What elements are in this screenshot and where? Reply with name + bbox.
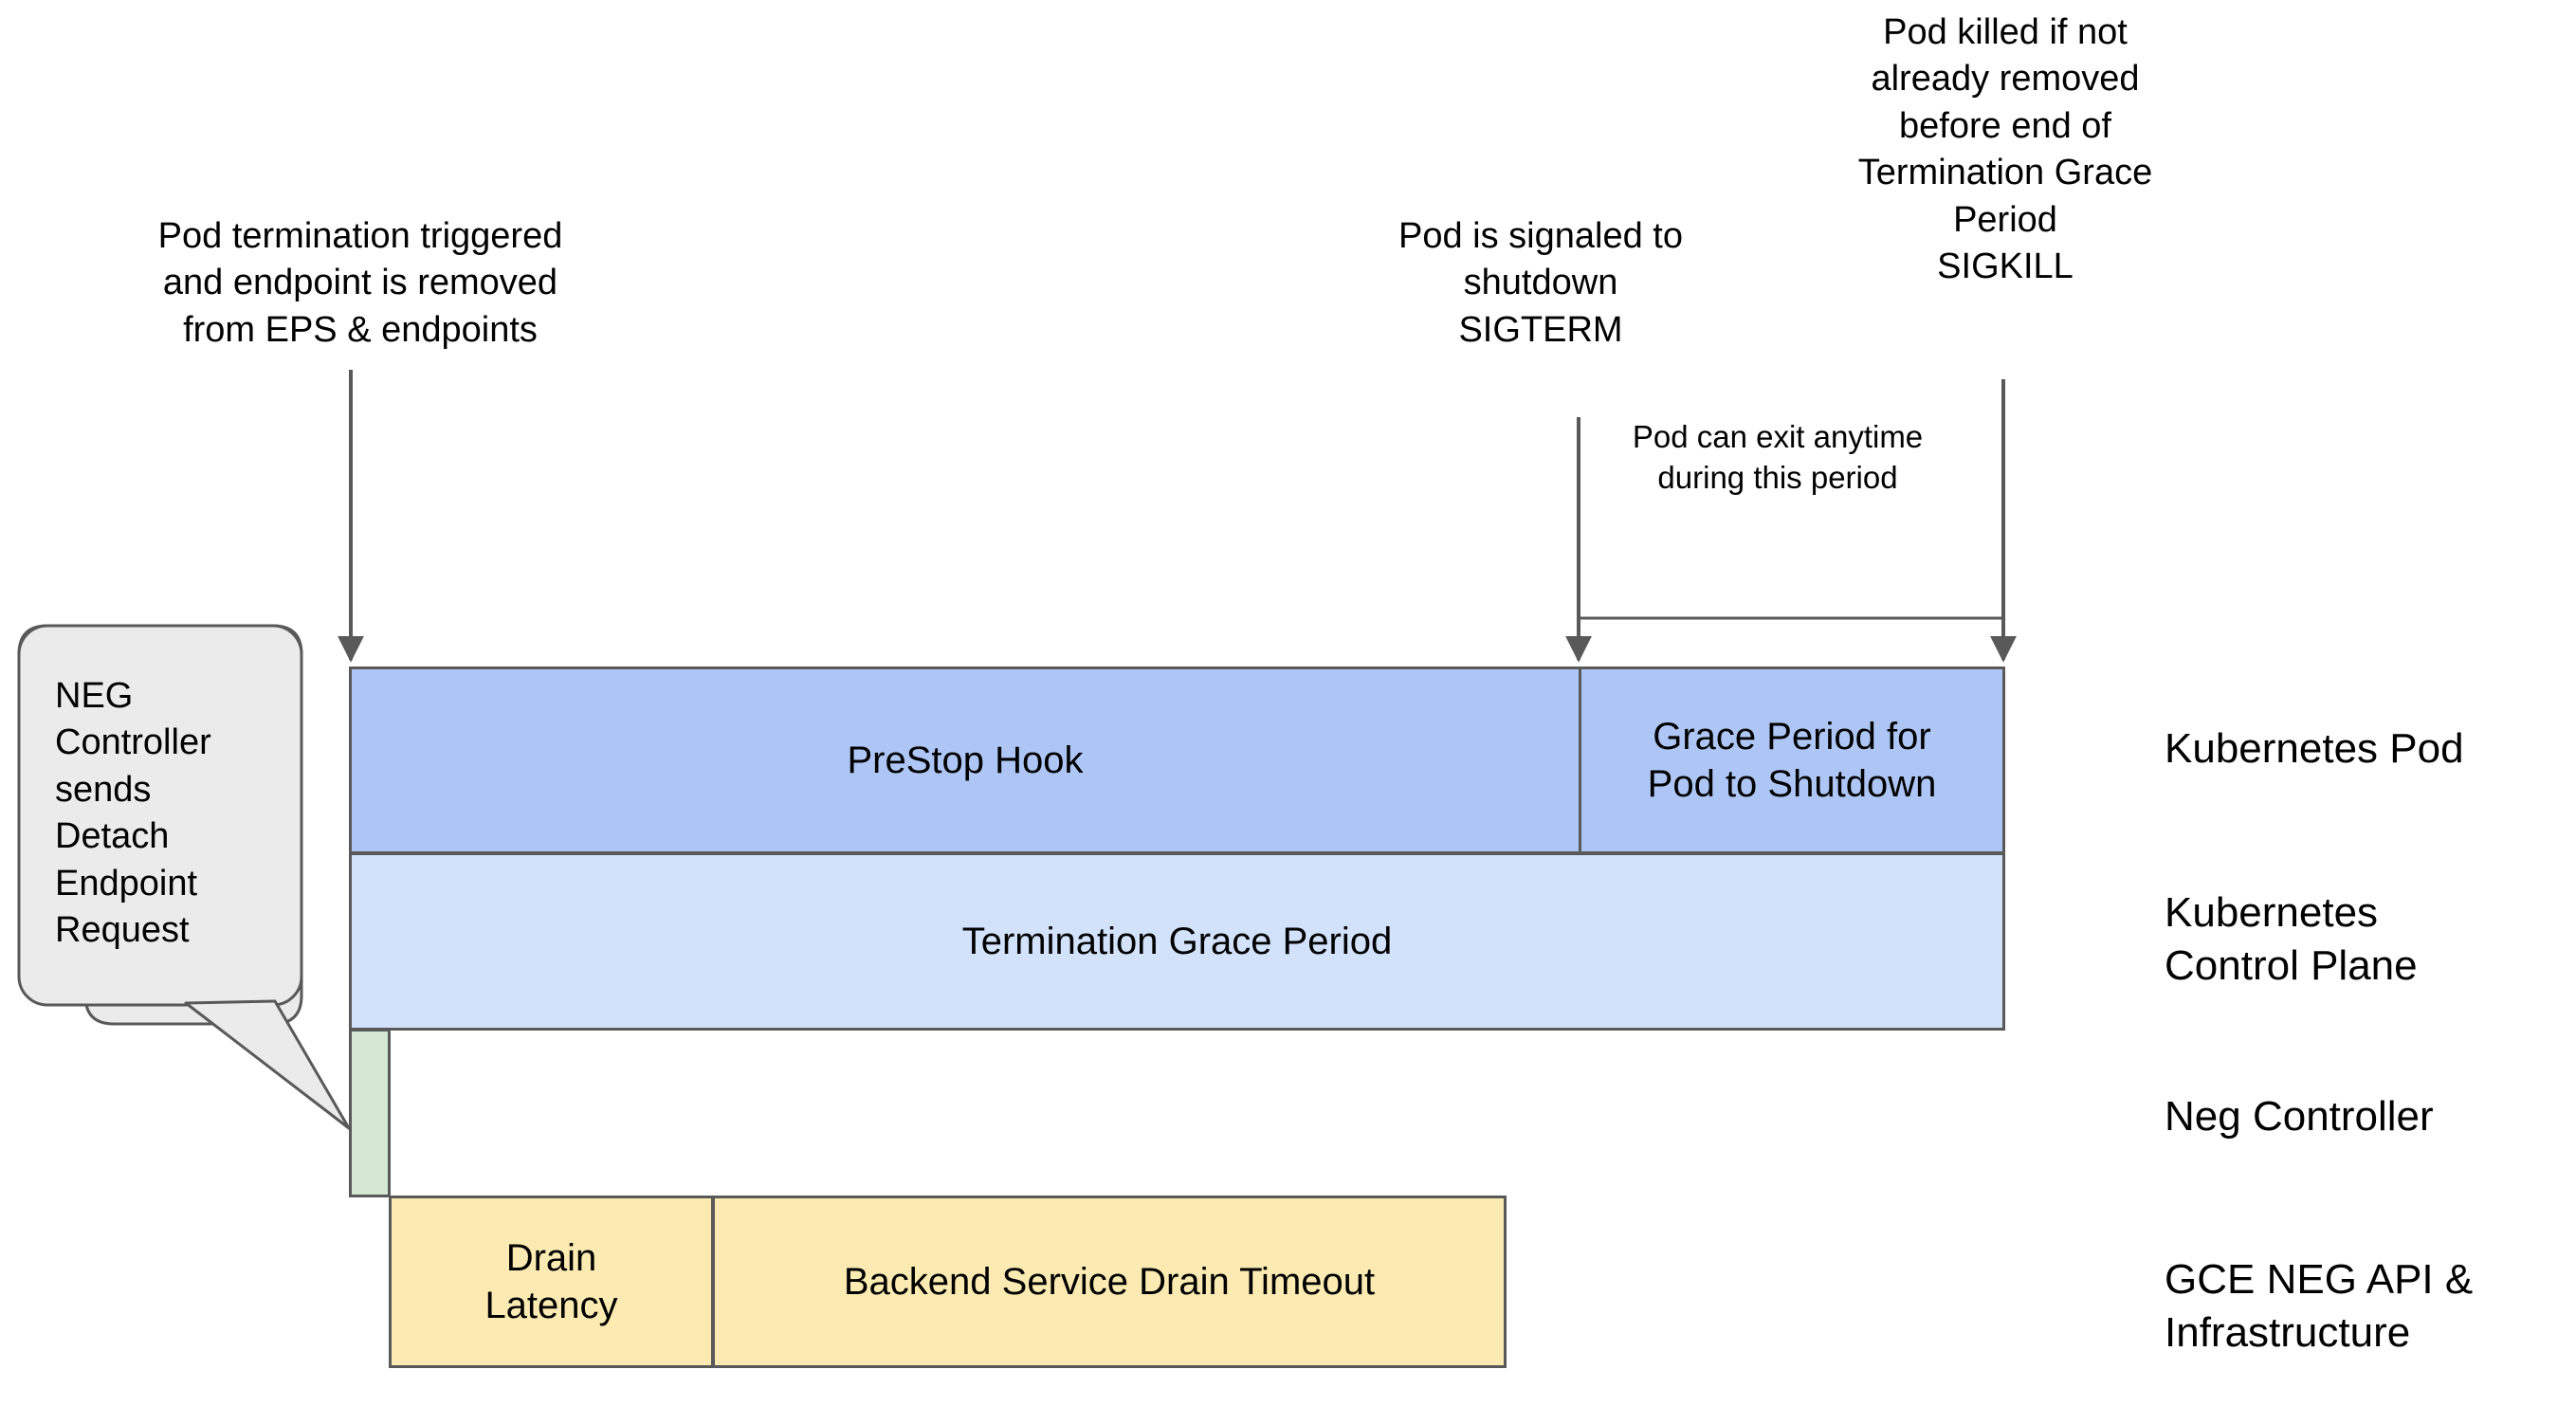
legend-neg-controller: Neg Controller xyxy=(2165,1093,2434,1140)
legend-gce-neg-api-infrastructure: GCE NEG API & Infrastructure xyxy=(2165,1256,2474,1357)
annotation-sigkill: Pod killed if not already removed before… xyxy=(1857,12,2153,286)
legend-kubernetes-pod: Kubernetes Pod xyxy=(2165,725,2464,772)
bar-prestop-hook: PreStop Hook xyxy=(349,666,1581,854)
callout-label: NEG Controller sends Detach Endpoint Req… xyxy=(55,676,211,950)
annotation-sigterm: Pod is signaled to shutdown SIGTERM xyxy=(1398,216,1683,350)
annotation-pod-termination: Pod termination triggered and endpoint i… xyxy=(157,216,563,350)
bar-backend-service-drain-timeout: Backend Service Drain Timeout xyxy=(712,1196,1507,1368)
bar-termination-grace-period: Termination Grace Period xyxy=(349,852,2005,1031)
bar-drain-latency: Drain Latency xyxy=(389,1196,714,1368)
annotation-pod-can-exit: Pod can exit anytime during this period xyxy=(1632,419,1924,495)
bar-grace-period-for-pod-to-shutdown: Grace Period for Pod to Shutdown xyxy=(1579,666,2005,854)
callout-tail xyxy=(184,999,351,1130)
bar-neg-controller xyxy=(349,1029,391,1197)
legend-kubernetes-control-plane: Kubernetes Control Plane xyxy=(2165,889,2418,990)
